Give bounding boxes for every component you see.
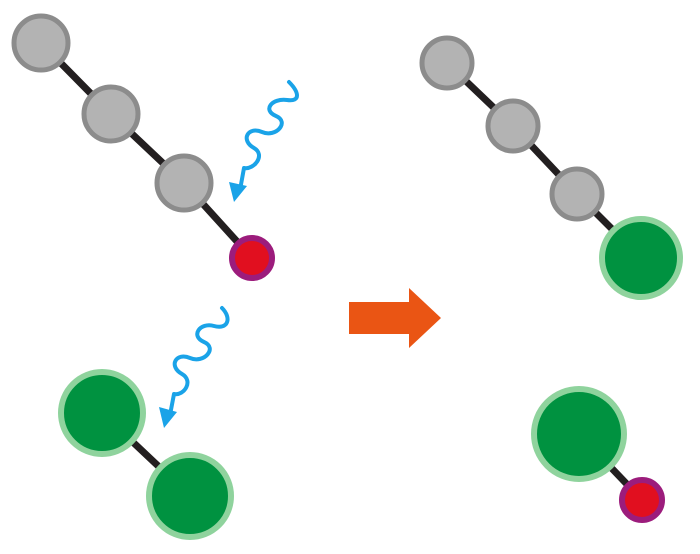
wavy-light-arrow [159,306,230,428]
reactant-dimer [58,369,234,540]
green-atom [531,386,627,482]
gray-atom [11,13,71,73]
green-atom [599,216,683,300]
green-atom [58,369,146,457]
product-pair [531,386,665,523]
gray-atom [419,35,475,91]
gray-atom [81,84,141,144]
gray-atom [549,166,605,222]
reaction-arrow [349,288,441,348]
reactant-chain [11,13,275,281]
red-atom [619,477,665,523]
green-atom [146,452,234,540]
gray-atom [154,153,214,213]
gray-atom [485,98,541,154]
product-chain [419,35,683,300]
wavy-light-arrow [229,80,299,202]
red-atom [229,235,275,281]
